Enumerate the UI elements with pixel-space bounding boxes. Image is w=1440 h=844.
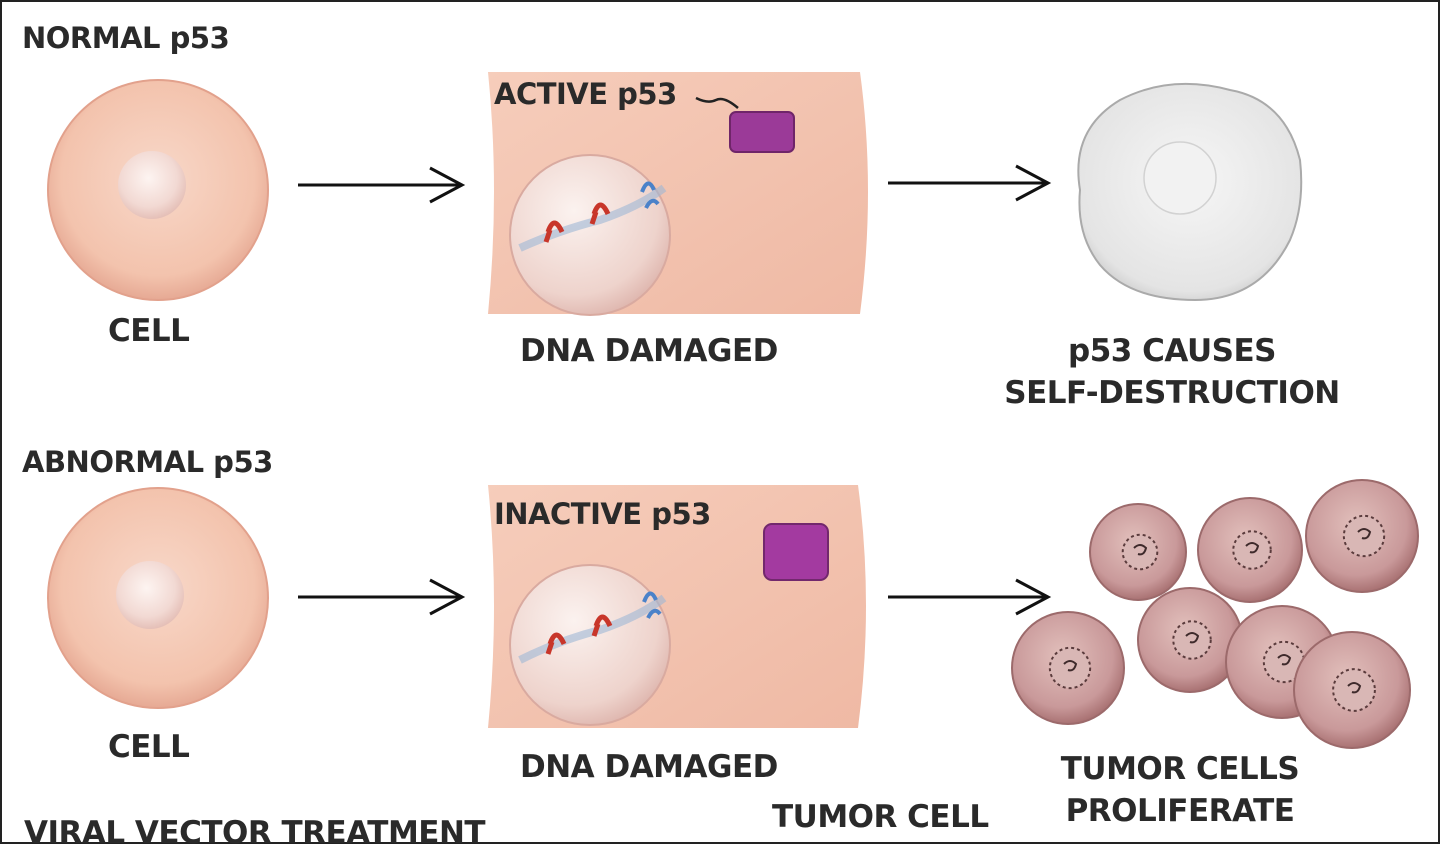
viral-vector-footer: VIRAL VECTOR TREATMENT xyxy=(24,815,486,844)
normal-p53-heading: NORMAL p53 xyxy=(22,21,230,55)
abnormal-cell xyxy=(47,487,269,709)
normal-cell xyxy=(47,79,269,301)
tumor-cell-cluster xyxy=(1011,479,1419,749)
dying-cell xyxy=(1077,82,1303,302)
active-p53-protein xyxy=(729,111,795,153)
self-destruction-line2: SELF-DESTRUCTION xyxy=(1004,375,1340,411)
dna-strand-inactive xyxy=(518,591,667,664)
tumor-proliferate-line1: TUMOR CELLS xyxy=(1060,751,1300,787)
self-destruction-line1: p53 CAUSES xyxy=(1068,333,1276,369)
tumor-cell xyxy=(1137,587,1243,693)
tumor-cell xyxy=(1089,503,1187,601)
damaged-cell-active xyxy=(488,72,868,316)
normal-cell-caption: CELL xyxy=(108,313,190,349)
inactive-p53-protein xyxy=(763,523,829,581)
arrow-3 xyxy=(298,578,466,616)
tumor-cell xyxy=(1293,631,1411,749)
inactive-p53-label: INACTIVE p53 xyxy=(494,497,711,531)
tumor-cell-caption: TUMOR CELL xyxy=(772,799,989,835)
tumor-proliferate-line2: PROLIFERATE xyxy=(1065,793,1295,829)
arrow-1 xyxy=(298,166,466,204)
active-p53-label: ACTIVE p53 xyxy=(494,77,677,111)
abnormal-p53-heading: ABNORMAL p53 xyxy=(22,445,273,479)
tumor-cell xyxy=(1197,497,1303,603)
active-p53-pointer xyxy=(695,96,739,109)
tumor-cell xyxy=(1011,611,1125,725)
tumor-cell xyxy=(1305,479,1419,593)
abnormal-dna-damaged-caption: DNA DAMAGED xyxy=(520,749,778,785)
arrow-4 xyxy=(888,578,1052,616)
normal-dna-damaged-caption: DNA DAMAGED xyxy=(520,333,778,369)
arrow-2 xyxy=(888,164,1052,202)
self-destruction-caption: p53 CAUSES SELF-DESTRUCTION xyxy=(1000,330,1344,414)
damaged-cell-inactive xyxy=(488,485,866,728)
abnormal-cell-caption: CELL xyxy=(108,729,190,765)
tumor-proliferate-caption: TUMOR CELLS PROLIFERATE xyxy=(1040,748,1320,832)
dna-strand-active xyxy=(518,181,667,252)
